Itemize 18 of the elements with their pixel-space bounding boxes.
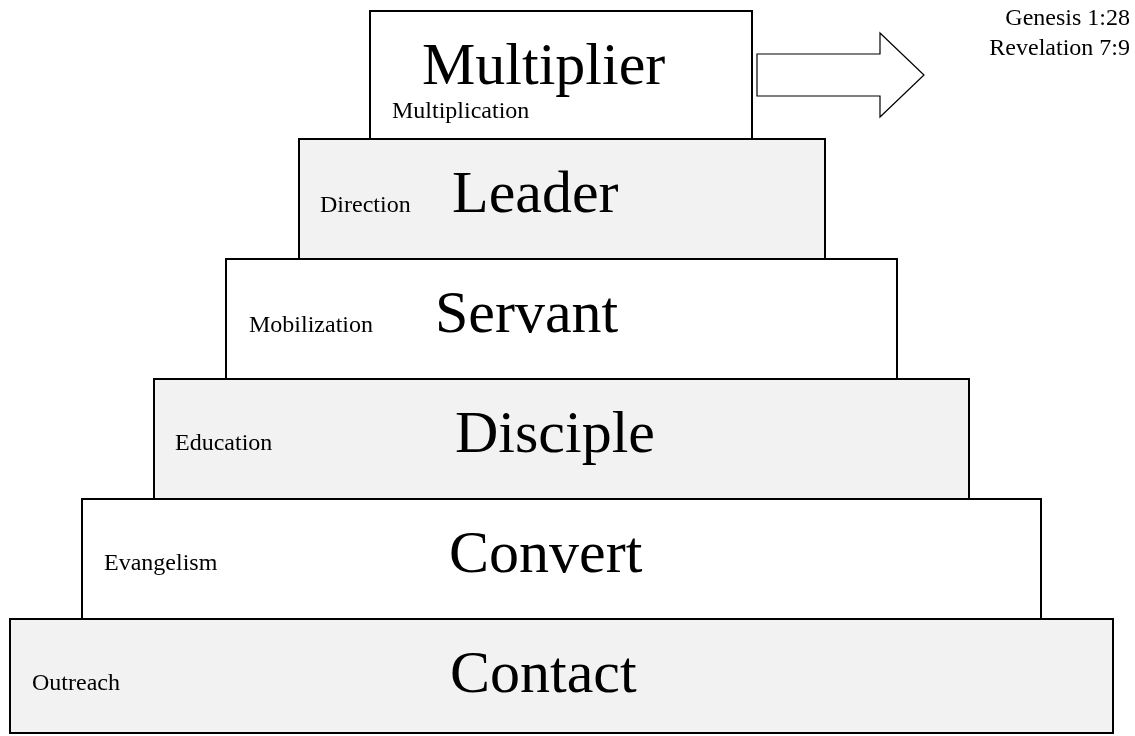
stage-label: Multiplication (392, 98, 530, 122)
scripture-reference: Genesis 1:28 Revelation 7:9 (988, 3, 1130, 62)
level-title: Convert (449, 522, 643, 582)
stage-label: Evangelism (104, 550, 218, 574)
level-box (9, 618, 1114, 734)
level-box (298, 138, 826, 260)
block-arrow (756, 31, 925, 119)
stage-label: Education (175, 430, 273, 454)
level-box (369, 10, 753, 140)
stage-label: Direction (320, 192, 411, 216)
stage-label: Mobilization (249, 312, 373, 336)
level-title: Contact (450, 642, 637, 702)
level-box (225, 258, 898, 380)
level-title: Leader (452, 162, 619, 222)
level-box (153, 378, 970, 500)
stage-label: Outreach (32, 670, 120, 694)
level-box (81, 498, 1042, 620)
level-title: Servant (435, 282, 619, 342)
